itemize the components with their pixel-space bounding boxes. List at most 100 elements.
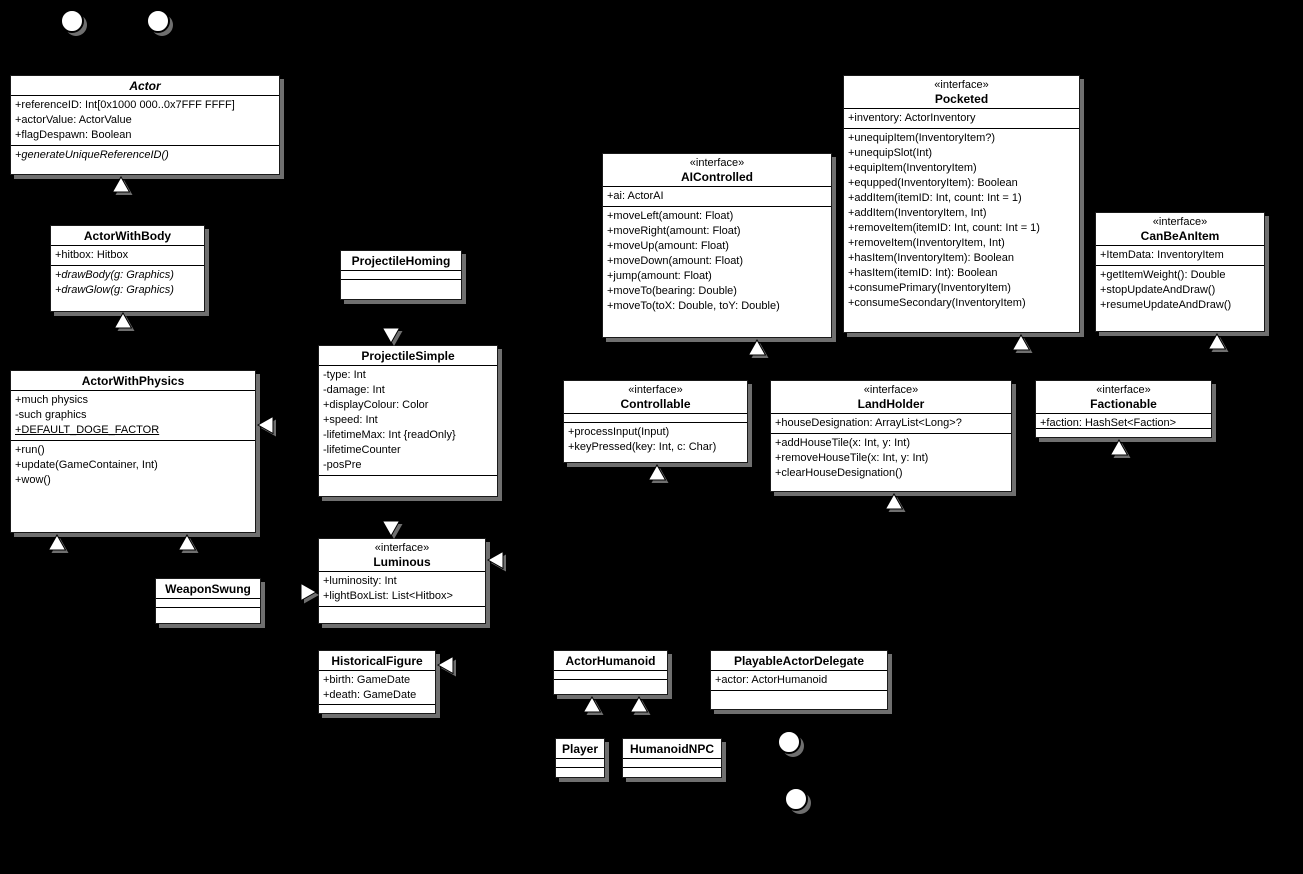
class-member: -such graphics — [15, 409, 87, 421]
class-methods-section — [623, 767, 721, 777]
stereotype-label: «interface» — [1096, 384, 1151, 396]
class-methods-section — [319, 606, 485, 623]
class-name: CanBeAnItem — [1140, 229, 1220, 243]
class-header: «interface»CanBeAnItem — [1096, 213, 1264, 245]
class-header: Actor — [11, 76, 279, 95]
class-name: ProjectileSimple — [361, 349, 455, 363]
class-box-projectile-homing: ProjectileHoming — [340, 250, 462, 300]
class-member: +moveDown(amount: Float) — [607, 255, 744, 267]
class-member: +resumeUpdateAndDraw() — [1100, 299, 1232, 311]
class-header: «interface»Pocketed — [844, 76, 1079, 108]
class-member: +processInput(Input) — [568, 426, 670, 438]
class-attributes-section — [564, 413, 747, 422]
class-member: +referenceID: Int[0x1000 000..0x7FFF FFF… — [15, 99, 235, 111]
class-attributes-section: +inventory: ActorInventory — [844, 108, 1079, 128]
stereotype-label: «interface» — [934, 79, 989, 91]
class-box-actor-humanoid: ActorHumanoid — [553, 650, 668, 695]
class-attributes-section: +ai: ActorAI — [603, 186, 831, 206]
class-member: +jump(amount: Float) — [607, 270, 712, 282]
class-member: +ItemData: InventoryItem — [1100, 249, 1224, 261]
class-member: +moveRight(amount: Float) — [607, 225, 741, 237]
class-member: +equpped(InventoryItem): Boolean — [848, 177, 1018, 189]
class-member: +much physics — [15, 394, 89, 406]
class-box-luminous: «interface»Luminous +luminosity: Int +ligh… — [318, 538, 486, 624]
class-box-factionable: «interface»Factionable+faction: HashSet<… — [1035, 380, 1212, 438]
class-header: WeaponSwung — [156, 579, 260, 598]
class-methods-section — [319, 704, 435, 713]
class-methods-section — [156, 607, 260, 623]
class-member: +consumeSecondary(InventoryItem) — [848, 297, 1026, 309]
class-header: Player — [556, 739, 604, 758]
class-member: +addItem(itemID: Int, count: Int = 1) — [848, 192, 1022, 204]
class-member: +drawGlow(g: Graphics) — [55, 284, 174, 296]
class-box-player: Player — [555, 738, 605, 778]
class-member: +speed: Int — [323, 414, 378, 426]
class-header: ActorHumanoid — [554, 651, 667, 670]
class-box-projectile-simple: ProjectileSimple-type: Int-damage: Int+d… — [318, 345, 498, 497]
class-name: HistoricalFigure — [331, 654, 423, 668]
class-box-controllable: «interface»Controllable+processInput(Inp… — [563, 380, 748, 463]
class-name: Player — [561, 742, 599, 756]
class-box-playable-actor-delegate: PlayableActorDelegate+actor: ActorHumano… — [710, 650, 888, 710]
class-name: WeaponSwung — [165, 582, 251, 596]
class-box-ai-controlled: «interface»AIControlled+ai: ActorAI +move… — [602, 153, 832, 338]
class-member: -type: Int — [323, 369, 366, 381]
class-methods-section — [1036, 428, 1211, 437]
class-attributes-section — [556, 758, 604, 767]
class-methods-section — [711, 690, 887, 709]
class-member: -damage: Int — [323, 384, 385, 396]
class-attributes-section — [623, 758, 721, 767]
stereotype-label: «interface» — [863, 384, 919, 396]
class-attributes-section: -type: Int-damage: Int+displayColour: Co… — [319, 365, 497, 475]
class-member: +consumePrimary(InventoryItem) — [848, 282, 1011, 294]
class-member: +addItem(InventoryItem, Int) — [848, 207, 987, 219]
class-name: Controllable — [620, 397, 691, 411]
class-member: +moveTo(toX: Double, toY: Double) — [607, 300, 780, 312]
class-name: LandHolder — [857, 397, 925, 411]
class-member: +DEFAULT_DOGE_FACTOR — [15, 424, 160, 436]
class-attributes-section: +birth: GameDate+death: GameDate — [319, 670, 435, 704]
class-attributes-section: +houseDesignation: ArrayList<Long>? — [771, 413, 1011, 433]
class-member: +update(GameContainer, Int) — [15, 459, 158, 471]
class-member: +lightBoxList: List<Hitbox> — [323, 590, 453, 602]
class-header: ActorWithBody — [51, 226, 204, 245]
class-attributes-section — [341, 270, 461, 279]
class-methods-section: +processInput(Input)+keyPressed(key: Int… — [564, 422, 747, 462]
class-member: +flagDespawn: Boolean — [15, 129, 132, 141]
class-member: -lifetimeMax: Int {readOnly} — [323, 429, 456, 441]
class-member: +houseDesignation: ArrayList<Long>? — [775, 417, 962, 429]
class-member: +clearHouseDesignation() — [775, 467, 903, 479]
class-header: PlayableActorDelegate — [711, 651, 887, 670]
class-member: -posPre — [323, 459, 362, 471]
class-member: +unequipSlot(Int) — [848, 147, 933, 159]
class-attributes-section: +luminosity: Int +lightBoxList: List<Hitb… — [319, 571, 485, 606]
class-member: +hasItem(InventoryItem): Boolean — [848, 252, 1014, 264]
class-header: ProjectileHoming — [341, 251, 461, 270]
class-name: Pocketed — [934, 92, 989, 106]
class-name: ActorHumanoid — [565, 654, 656, 668]
class-methods-section: +getItemWeight(): Double +stopUpdateAndDr… — [1096, 265, 1264, 331]
class-box-can-be-an-item: «interface»CanBeAnItem +ItemData: Invento… — [1095, 212, 1265, 332]
class-box-actor-with-physics: ActorWithPhysics +much physics -such graph… — [10, 370, 256, 533]
class-name: Factionable — [1090, 397, 1157, 411]
class-header: «interface»AIControlled — [603, 154, 831, 186]
class-member: +stopUpdateAndDraw() — [1100, 284, 1216, 296]
class-member: +moveTo(bearing: Double) — [607, 285, 737, 297]
class-attributes-section — [156, 598, 260, 607]
class-member: +luminosity: Int — [323, 575, 397, 587]
class-box-historical-figure: HistoricalFigure +birth: GameDate+death: … — [318, 650, 436, 714]
class-member: +inventory: ActorInventory — [848, 112, 976, 124]
class-attributes-section: +ItemData: InventoryItem — [1096, 245, 1264, 265]
stereotype-label: «interface» — [374, 542, 430, 554]
class-member: +getItemWeight(): Double — [1100, 269, 1226, 281]
class-header: ActorWithPhysics — [11, 371, 255, 390]
class-methods-section: +run()+update(GameContainer, Int)+wow() — [11, 440, 255, 532]
class-attributes-section: +hitbox: Hitbox — [51, 245, 204, 265]
class-box-weapon-swung: WeaponSwung — [155, 578, 261, 624]
class-name: Luminous — [373, 555, 431, 569]
class-header: HumanoidNPC — [623, 739, 721, 758]
class-header: «interface»Factionable — [1036, 381, 1211, 413]
class-member: -lifetimeCounter — [323, 444, 401, 456]
